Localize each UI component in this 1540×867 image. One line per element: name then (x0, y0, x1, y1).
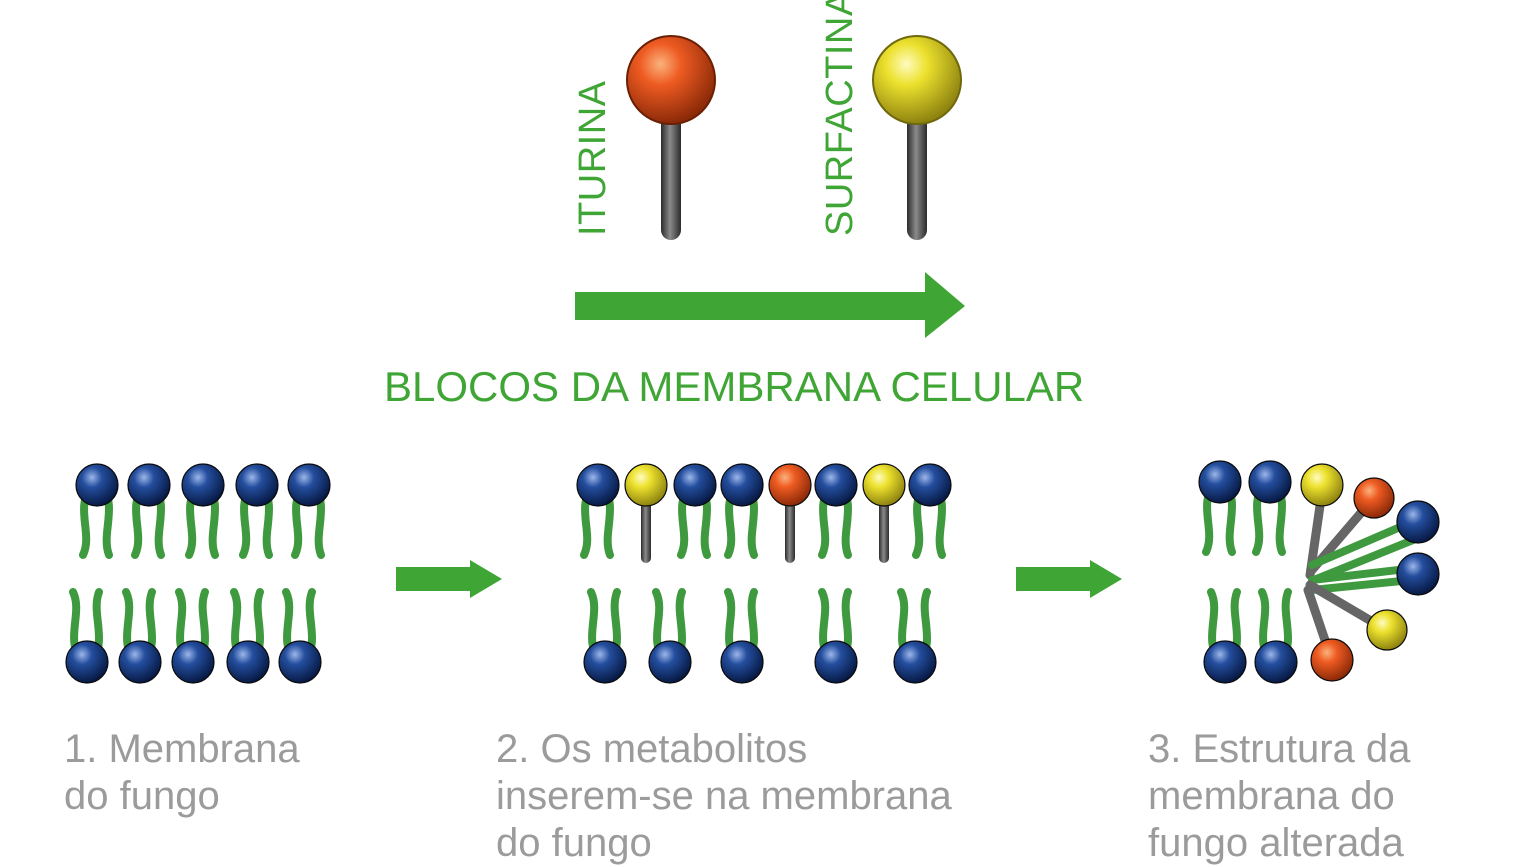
iturina-molecule (626, 35, 716, 240)
membrane-panel-3 (1198, 460, 1440, 684)
phospholipid-head (1198, 460, 1242, 504)
phospholipid-head (1203, 640, 1247, 684)
step-arrow-2 (1016, 560, 1122, 598)
phospholipid-head (1254, 640, 1298, 684)
phospholipid-head (235, 463, 279, 507)
phospholipid-head (1396, 552, 1440, 596)
membrane-panel-2 (576, 463, 952, 684)
phospholipid-head (226, 640, 270, 684)
phospholipid-head (287, 463, 331, 507)
phospholipid-head (893, 640, 937, 684)
phospholipid-head (720, 463, 764, 507)
surfactina-head (1300, 463, 1344, 507)
step3-caption-line: fungo alterada (1148, 821, 1404, 865)
phospholipid-head (673, 463, 717, 507)
step3-caption: 3. Estrutura da membrana do fungo altera… (1148, 726, 1410, 867)
step2-caption-line: 2. Os metabolitos (496, 727, 808, 771)
phospholipid-head (1248, 460, 1292, 504)
phospholipid-head (65, 640, 109, 684)
membrane-panel-1 (65, 463, 331, 684)
phospholipid-head (278, 640, 322, 684)
phospholipid-head (118, 640, 162, 684)
displaced-tail (1308, 518, 1416, 569)
phospholipid-head (171, 640, 215, 684)
surfactina-molecule (872, 35, 962, 240)
surfactina-head (862, 463, 906, 507)
phospholipid-head (814, 463, 858, 507)
iturina-label: ITURINA (572, 80, 614, 237)
phospholipid-head (648, 640, 692, 684)
step1-caption-line: 1. Membrana (64, 727, 300, 771)
phospholipid-head (75, 463, 119, 507)
phospholipid-head (814, 640, 858, 684)
phospholipid-head (720, 640, 764, 684)
phospholipid-head (908, 463, 952, 507)
iturina-head (1353, 477, 1395, 519)
step1-caption-line: do fungo (64, 774, 220, 818)
displaced-tail (1310, 534, 1422, 584)
surfactina-head (624, 463, 668, 507)
iturina-head (768, 463, 812, 507)
surfactina-label: SURFACTINA (819, 0, 861, 236)
step3-caption-line: 3. Estrutura da (1148, 727, 1411, 771)
displaced-tail (1308, 576, 1416, 594)
step2-caption: 2. Os metabolitos inserem-se na membrana… (496, 726, 952, 867)
phospholipid-head (181, 463, 225, 507)
step-arrow-1 (396, 560, 502, 598)
membrane-blocks-heading: BLOCOS DA MEMBRANA CELULAR (384, 363, 1085, 410)
phospholipid-head (1396, 500, 1440, 544)
step1-caption: 1. Membrana do fungo (64, 726, 300, 820)
main-arrow (575, 272, 965, 338)
iturina-head (1310, 638, 1354, 682)
phospholipid-head (583, 640, 627, 684)
phospholipid-head (576, 463, 620, 507)
surfactina-head (1366, 609, 1408, 651)
step2-caption-line: do fungo (496, 821, 652, 865)
phospholipid-head (127, 463, 171, 507)
step3-caption-line: membrana do (1148, 774, 1395, 818)
step2-caption-line: inserem-se na membrana (496, 774, 952, 818)
